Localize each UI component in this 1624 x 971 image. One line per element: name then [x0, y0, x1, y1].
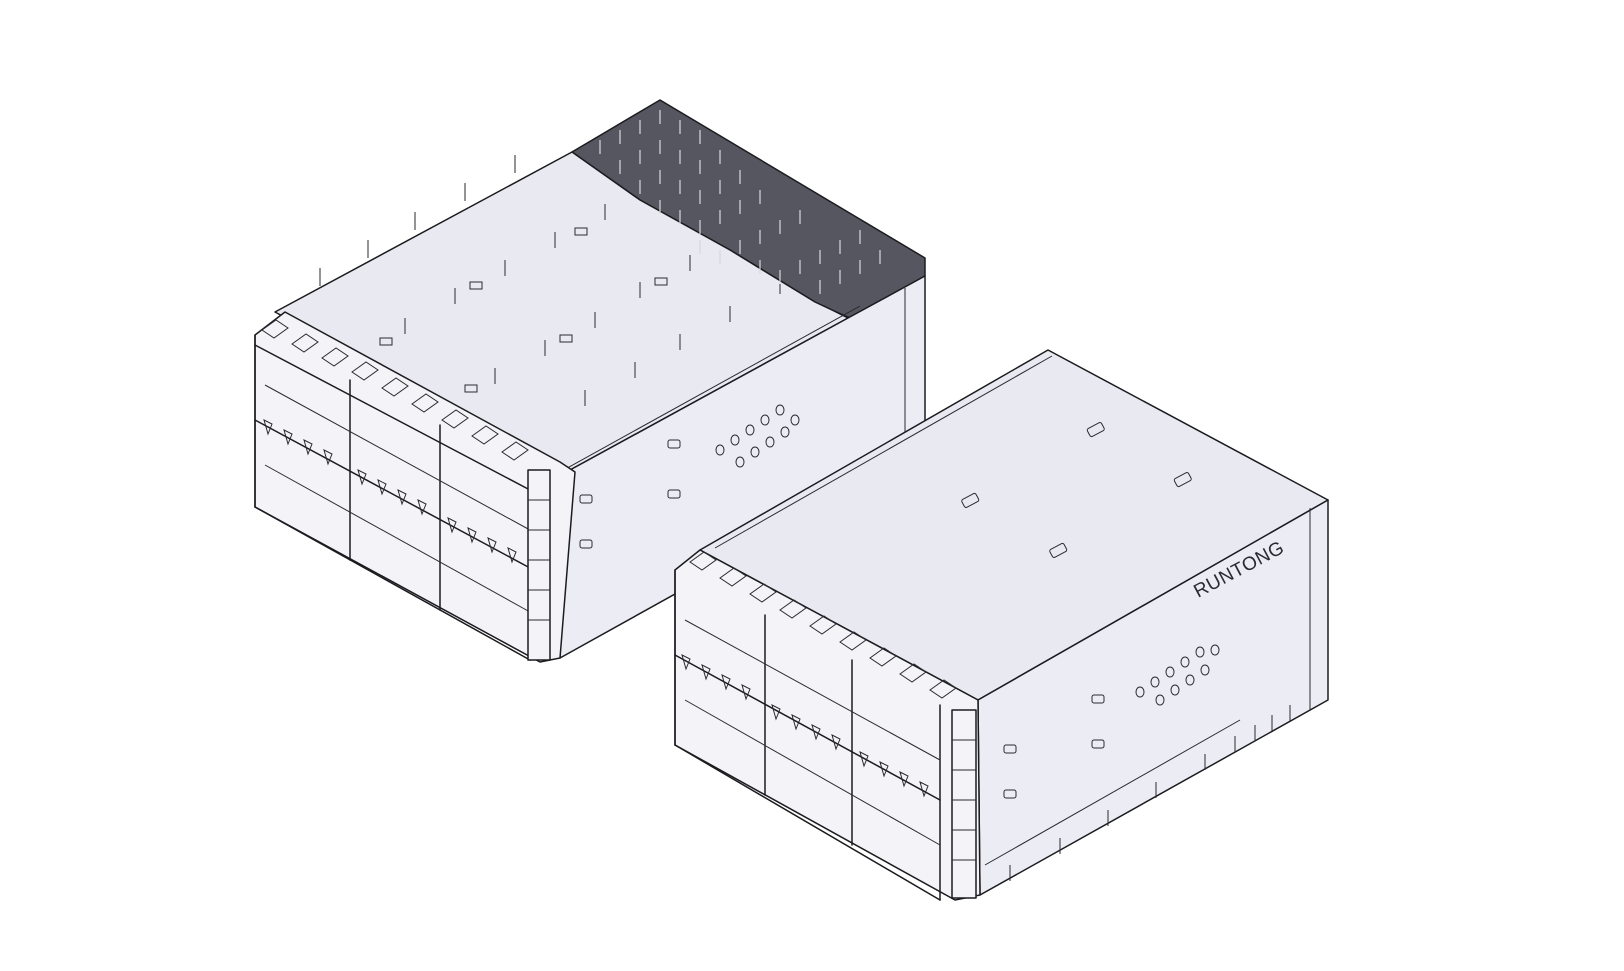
left-cage-side-flange	[527, 469, 551, 661]
right-cage-press-fit-pins	[1009, 695, 1311, 881]
right-cage-latch-row	[681, 654, 929, 798]
left-cage-contact-pins	[599, 110, 881, 294]
left-cage-vent-holes	[579, 404, 800, 549]
left-cage-latch-row	[263, 419, 517, 564]
right-cage-assembly: RUNTONG	[674, 349, 1329, 901]
right-cage-top-slots	[961, 422, 1192, 558]
right-cage-ports	[674, 569, 941, 901]
right-cage-side-flange	[951, 709, 977, 899]
right-cage-vent-holes	[1003, 644, 1220, 799]
left-cage-press-fit-pins	[319, 155, 781, 406]
right-cage-spring-fingers	[689, 551, 957, 699]
left-cage-spring-fingers	[261, 319, 529, 461]
